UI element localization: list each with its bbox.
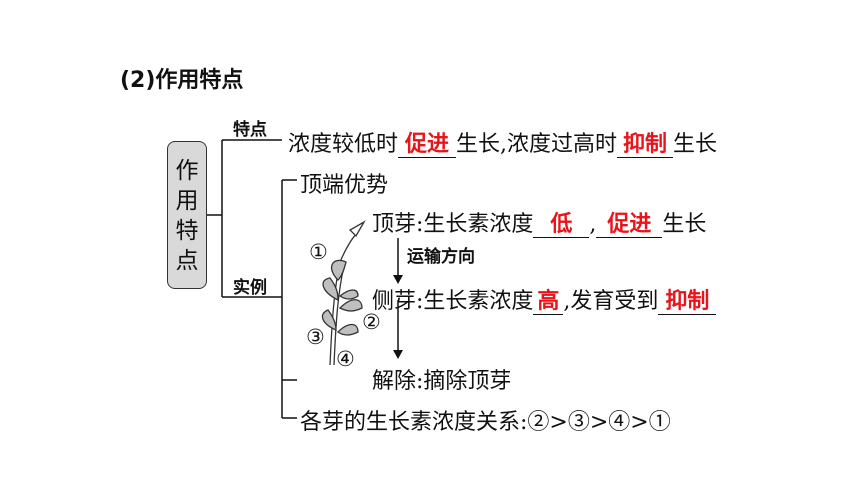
marker-4: ④ xyxy=(336,347,355,371)
relief-row: 解除:摘除顶芽 xyxy=(372,369,512,394)
marker-3: ③ xyxy=(306,325,325,349)
apical-dominance-label: 顶端优势 xyxy=(300,173,389,198)
transport-direction-label: 运输方向 xyxy=(407,247,475,267)
answer-inhibit: 抑制 xyxy=(623,132,668,157)
answer-high: 高 xyxy=(537,289,560,314)
concept-box-label: 作 用 特 点 xyxy=(175,158,199,274)
apical-bud-row: 顶芽:生长素浓度低,促进生长 xyxy=(372,212,707,238)
branch-label-feature: 特点 xyxy=(233,120,267,140)
answer-promote-2: 促进 xyxy=(607,212,652,237)
arrow-down-icon xyxy=(393,275,403,284)
section-heading: (2)作用特点 xyxy=(120,68,244,93)
answer-promote: 促进 xyxy=(405,132,450,157)
arrow-down-icon xyxy=(393,350,403,359)
answer-low: 低 xyxy=(550,212,573,237)
concept-box: 作 用 特 点 xyxy=(167,141,207,289)
branch-label-example: 实例 xyxy=(233,278,267,298)
relation-row: 各芽的生长素浓度关系:②>③>④>① xyxy=(300,410,671,435)
feature-row: 浓度较低时促进生长,浓度过高时抑制生长 xyxy=(288,132,718,158)
lateral-bud-row: 侧芽:生长素浓度高,发育受到抑制 xyxy=(372,283,717,315)
plant-illustration xyxy=(321,220,366,366)
answer-inhibit-2: 抑制 xyxy=(665,289,710,314)
marker-1: ① xyxy=(309,240,328,264)
marker-2: ② xyxy=(362,310,381,334)
